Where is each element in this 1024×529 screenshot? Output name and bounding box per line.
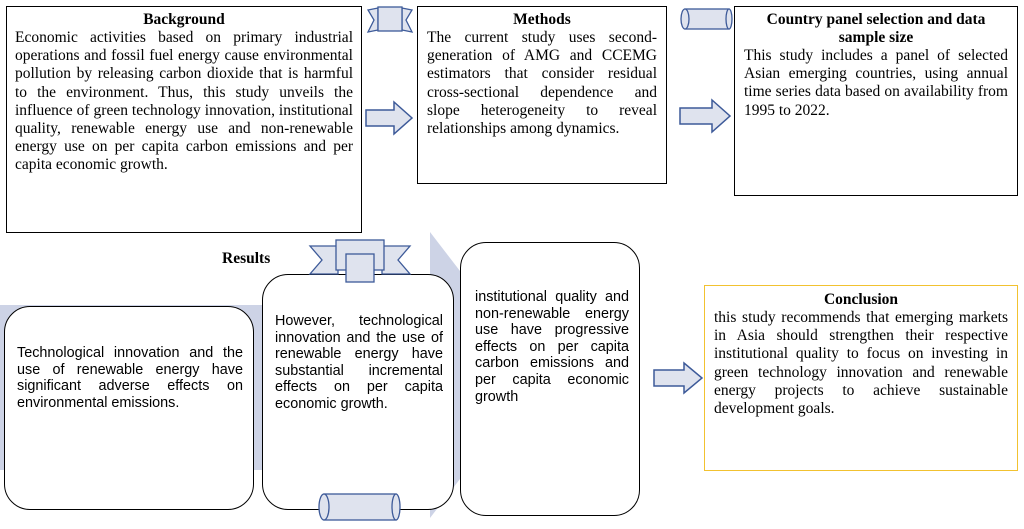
results-label: Results: [222, 250, 271, 267]
methods-box: Methods The current study uses second-ge…: [417, 6, 667, 184]
scroll-banner-icon: [366, 6, 414, 33]
scroll-banner-icon: [680, 8, 733, 30]
result-finding-1-text: Technological innovation and the use of …: [17, 345, 243, 411]
scroll-banner-icon: [318, 493, 401, 521]
background-text: Economic activities based on primary ind…: [15, 29, 353, 174]
right-arrow-icon: [679, 98, 732, 134]
right-arrow-icon: [653, 361, 704, 395]
methods-title: Methods: [513, 11, 571, 28]
result-finding-1-box: Technological innovation and the use of …: [4, 306, 254, 510]
result-finding-3-box: institutional quality and non-renewable …: [460, 242, 640, 516]
conclusion-title: Conclusion: [823, 291, 899, 308]
scroll-banner-icon: [308, 239, 412, 283]
result-finding-3-text: institutional quality and non-renewable …: [475, 289, 629, 405]
conclusion-box: Conclusion this study recommends that em…: [704, 285, 1018, 471]
result-finding-2-box: However, technological innovation and th…: [262, 274, 454, 510]
background-title: Background: [143, 11, 225, 28]
background-box: Background Economic activities based on …: [6, 6, 362, 233]
conclusion-text: this study recommends that emerging mark…: [714, 309, 1008, 418]
country-panel-text: This study includes a panel of selected …: [744, 47, 1008, 119]
country-panel-box: Country panel selection and data sample …: [734, 6, 1018, 196]
right-arrow-icon: [365, 100, 414, 136]
methods-text: The current study uses second-generation…: [427, 29, 657, 138]
result-finding-2-text: However, technological innovation and th…: [275, 313, 443, 412]
country-panel-title: Country panel selection and data sample …: [766, 11, 986, 46]
